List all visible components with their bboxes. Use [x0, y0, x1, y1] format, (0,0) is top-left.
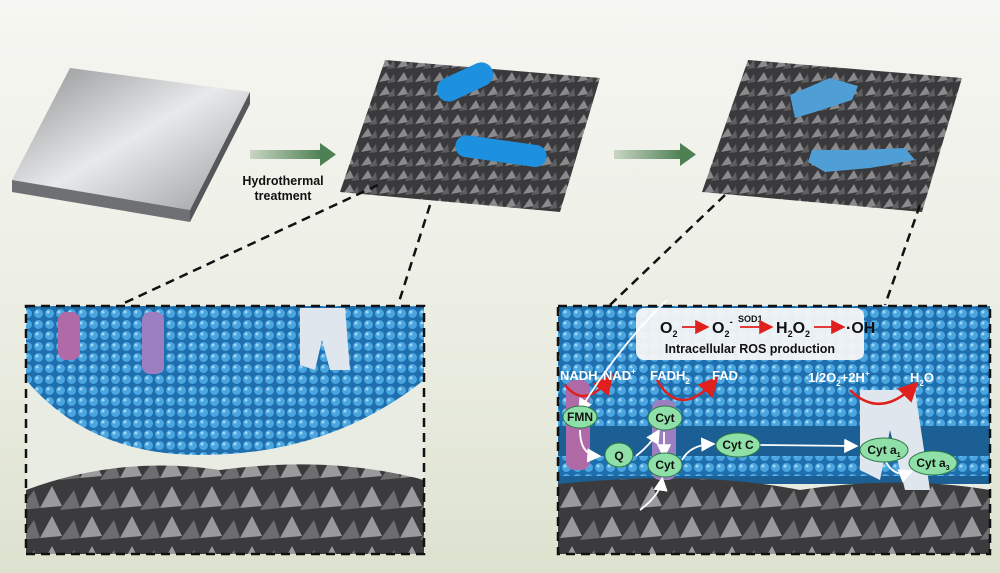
- svg-text:·OH: ·OH: [846, 320, 875, 337]
- zoom-connector-lines: [119, 183, 922, 307]
- metal-plate: [12, 68, 250, 222]
- svg-text:Cyt C: Cyt C: [722, 438, 754, 452]
- svg-text:O2: O2: [660, 320, 677, 339]
- label-water: H2O: [910, 370, 934, 388]
- node-cyt-c: Cyt C: [715, 432, 761, 458]
- nanoflake-surface-with-damaged-bacteria: [702, 60, 962, 212]
- node-cyt-bottom: Cyt: [647, 452, 683, 478]
- svg-text:Cyt: Cyt: [655, 411, 674, 425]
- svg-text:Cyt a3: Cyt a3: [916, 456, 949, 472]
- hydrothermal-arrow: [250, 143, 336, 166]
- left-inset-membrane-contact: [24, 304, 426, 556]
- svg-text:FMN: FMN: [567, 410, 593, 424]
- label-oxygen-protons: 1/2O2+2H+: [808, 369, 870, 388]
- membrane-protein: [142, 312, 164, 374]
- node-fmn: FMN: [562, 405, 598, 429]
- damaged-bacterium: [790, 78, 858, 118]
- right-inset-electron-transport: O2 O2- SOD1 H2O2 ·OH Intracellular ROS p…: [556, 299, 992, 556]
- node-cyt-a1: Cyt a1: [859, 437, 909, 463]
- svg-text:Cyt a1: Cyt a1: [867, 443, 900, 459]
- label-nad: NAD+: [603, 367, 636, 383]
- svg-text:Q: Q: [614, 449, 623, 463]
- label-nadh: NADH: [560, 368, 598, 383]
- ros-caption: Intracellular ROS production: [665, 342, 835, 356]
- hydrothermal-label-2: treatment: [255, 189, 313, 203]
- node-cyt-a3: Cyt a3: [908, 450, 958, 476]
- damaged-bacterium: [808, 148, 915, 172]
- label-fad: FAD: [712, 368, 738, 383]
- membrane-protein: [300, 308, 350, 370]
- svg-text:Cyt: Cyt: [655, 458, 674, 472]
- bacterium: [455, 135, 547, 168]
- svg-text:SOD1: SOD1: [738, 314, 763, 324]
- nanoflake-surface-with-bacteria: [340, 60, 600, 212]
- ros-reaction-chain: O2 O2- SOD1 H2O2 ·OH: [660, 314, 875, 339]
- bacterium: [436, 62, 494, 102]
- node-cyt-top: Cyt: [647, 405, 683, 431]
- nanoflake-ground: [26, 464, 424, 554]
- svg-text:H2O2: H2O2: [776, 320, 810, 339]
- hydrothermal-label-1: Hydrothermal: [242, 174, 323, 188]
- nanoflake-ground: [558, 478, 990, 554]
- membrane-protein: [58, 312, 80, 360]
- node-q: Q: [604, 442, 634, 468]
- svg-text:O2-: O2-: [712, 317, 733, 339]
- process-arrow: [614, 143, 696, 166]
- label-fadh2: FADH2: [650, 368, 690, 386]
- ros-production-box: [636, 308, 864, 360]
